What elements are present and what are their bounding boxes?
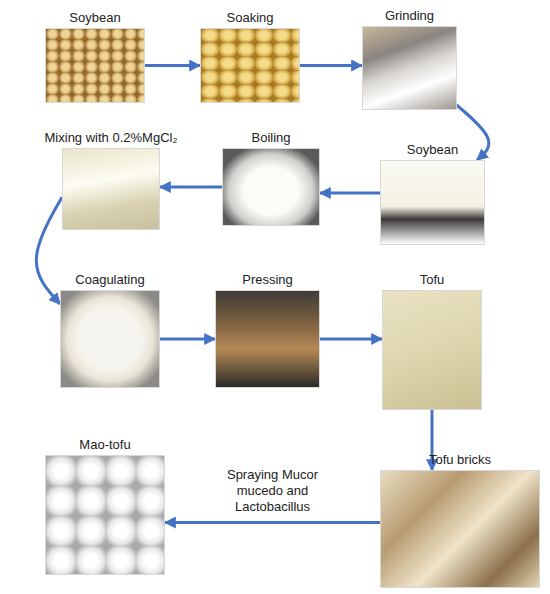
photo-step: Mixing with 0.2%MgCl₂ — [62, 148, 160, 230]
step-label: Soybean — [69, 10, 120, 25]
photo-step: Soybean — [45, 28, 145, 103]
photo-step: Soybean — [380, 160, 485, 245]
edge-label: Spraying Mucor mucedo and Lactobacillus — [213, 467, 333, 515]
photo-step: Coagulating — [60, 290, 160, 388]
step-label: Soaking — [227, 10, 274, 25]
flow-arrow — [160, 186, 222, 189]
photo-step: Pressing — [215, 290, 320, 388]
photo-step: Tofu — [382, 290, 482, 410]
flow-arrow — [165, 521, 380, 524]
photo-step: Grinding — [362, 26, 457, 110]
photo-step: Soaking — [200, 28, 300, 103]
step-label: Grinding — [385, 8, 434, 23]
step-label: Coagulating — [75, 272, 144, 287]
flow-arrow — [320, 192, 380, 195]
step-label: Tofu — [420, 272, 445, 287]
flow-arrow — [320, 338, 382, 341]
photo-step: Tofu bricks — [380, 470, 540, 588]
step-label: Mao-tofu — [79, 437, 130, 452]
flow-arrow — [160, 338, 215, 341]
flow-arrow — [145, 64, 200, 67]
flow-arrow — [36, 197, 62, 304]
step-label: Tofu bricks — [429, 452, 491, 467]
step-label: Pressing — [242, 272, 293, 287]
flow-arrow — [300, 64, 362, 67]
step-label: Mixing with 0.2%MgCl₂ — [45, 130, 178, 145]
photo-step: Mao-tofu — [45, 455, 165, 575]
step-label: Boiling — [251, 130, 290, 145]
step-label: Soybean — [407, 142, 458, 157]
flow-arrow — [453, 102, 489, 160]
photo-step: Boiling — [222, 148, 320, 226]
